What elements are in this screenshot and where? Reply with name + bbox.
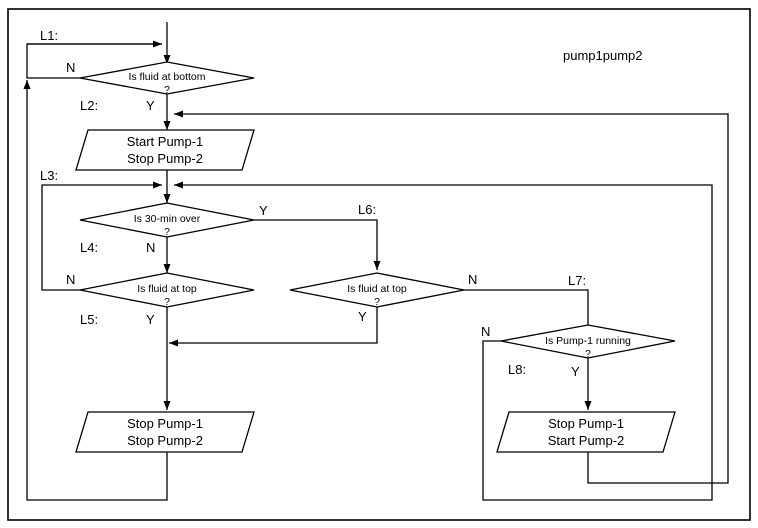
decision-fluid-top-mid-text: Is fluid at top	[347, 283, 407, 295]
process-start-p1-stop-p2: Start Pump-1 Stop Pump-2	[75, 129, 255, 171]
d2-no-label: N	[146, 240, 155, 255]
d2-yes-branch	[254, 219, 381, 270]
decision-fluid-bottom: Is fluid at bottom ?	[79, 61, 255, 96]
connectors	[23, 22, 729, 501]
d4-yes-label: Y	[358, 309, 367, 324]
process-stop-p1-start-p2: Stop Pump-1 Start Pump-2	[496, 411, 676, 453]
d3-no-branch	[41, 181, 162, 291]
diagram-frame	[7, 8, 751, 521]
process-stop-both-line2: Stop Pump-2	[127, 433, 203, 448]
p3-return-line	[587, 452, 712, 484]
d1-no-label: N	[66, 60, 75, 75]
d5-no-label: N	[481, 324, 490, 339]
label-l1: L1:	[40, 28, 58, 43]
label-l5: L5:	[80, 312, 98, 327]
d5-no-branch	[174, 181, 713, 501]
process-stop-both-line1: Stop Pump-1	[127, 416, 203, 431]
process-start-p2-line2: Start Pump-2	[548, 433, 625, 448]
d1-yes-label: Y	[146, 98, 155, 113]
label-l6: L6:	[358, 202, 376, 217]
process-start-p1-line1: Start Pump-1	[127, 134, 204, 149]
decision-fluid-top-left-text: Is fluid at top	[137, 283, 197, 295]
label-l3: L3:	[40, 168, 58, 183]
p2-return-line	[23, 80, 168, 501]
d3-yes-label: Y	[146, 312, 155, 327]
label-l4: L4:	[80, 240, 98, 255]
process-stop-p1-stop-p2: Stop Pump-1 Stop Pump-2	[75, 411, 255, 453]
decision-fluid-top-left: Is fluid at top ?	[79, 272, 255, 308]
decision-pump1-running-text: Is Pump-1 running	[545, 335, 631, 347]
decision-thirty-min-text: Is 30-min over	[134, 213, 201, 225]
d5-yes-label: Y	[571, 364, 580, 379]
d3-no-label: N	[66, 272, 75, 287]
process-start-p1-line2: Stop Pump-2	[127, 151, 203, 166]
decision-fluid-bottom-q: ?	[164, 84, 170, 96]
d2-yes-label: Y	[259, 203, 268, 218]
decision-thirty-min: Is 30-min over ?	[79, 202, 255, 238]
label-l2: L2:	[80, 98, 98, 113]
decision-fluid-top-left-q: ?	[164, 296, 170, 308]
decision-pump1-running-q: ?	[585, 348, 591, 360]
d4-no-label: N	[468, 272, 477, 287]
l2-return-line	[174, 110, 729, 484]
decision-fluid-top-mid: Is fluid at top ?	[289, 272, 465, 308]
decision-fluid-top-mid-q: ?	[374, 296, 380, 308]
decision-thirty-min-q: ?	[164, 226, 170, 238]
diagram-title: pump1pump2	[563, 48, 643, 63]
decision-pump1-running: Is Pump-1 running ?	[500, 324, 676, 360]
process-start-p2-line1: Stop Pump-1	[548, 416, 624, 431]
d1-no-branch	[26, 43, 162, 79]
label-l8: L8:	[508, 362, 526, 377]
label-l7: L7:	[568, 273, 586, 288]
d4-no-branch	[464, 289, 589, 325]
decision-fluid-bottom-text: Is fluid at bottom	[128, 71, 205, 83]
d4-yes-branch	[169, 307, 378, 347]
